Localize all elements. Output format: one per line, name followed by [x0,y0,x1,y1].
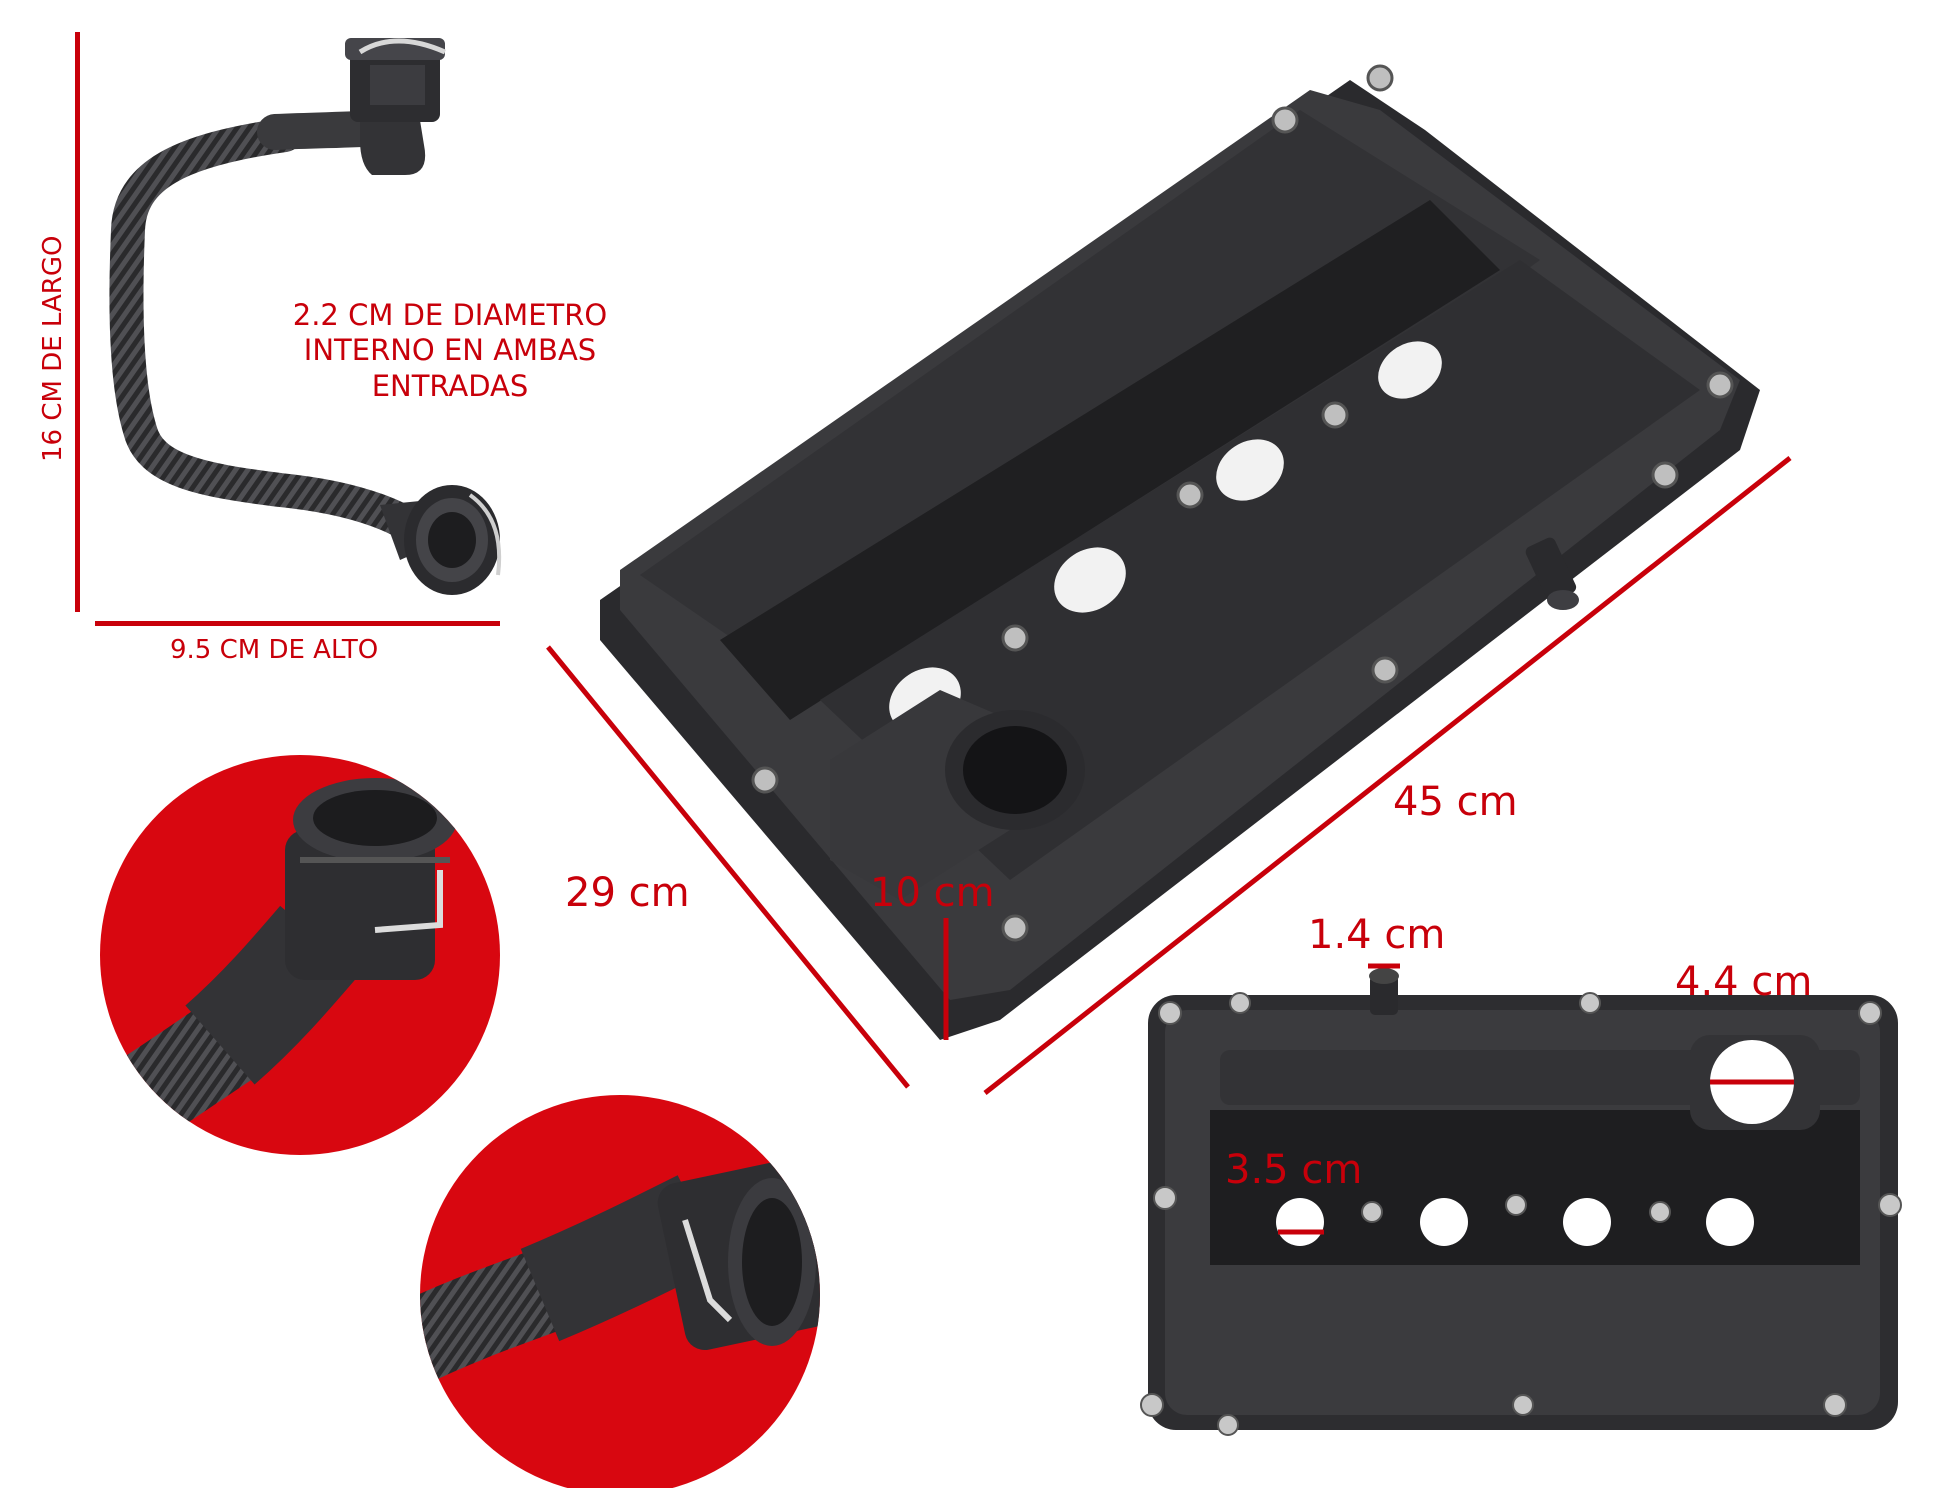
cover-length-dimension-line [983,456,1792,1095]
valve-cover-top-view [1140,963,1902,1436]
cover-bolts [751,64,1734,942]
hose-diameter-label-line1: 2.2 CM DE DIAMETRO [292,298,608,332]
hose-height-dimension-line [95,621,500,626]
hose-length-label: 16 CM DE LARGO [38,235,68,462]
hose-bottom-connector [380,485,502,595]
oil-cap-diameter-label: 4.4 cm [1675,959,1813,1005]
top-view-vent-port [1369,968,1399,1015]
top-view-center-bolts [1361,1194,1671,1223]
valve-cover-main [546,64,1792,1095]
spark-hole-diameter-label: 3.5 cm [1225,1147,1363,1193]
cover-height-label: 10 cm [870,870,995,916]
hose-height-label: 9.5 CM DE ALTO [170,635,379,665]
hose-diameter-label-line2: INTERNO EN AMBAS [303,333,597,368]
cover-vent-port [1525,537,1579,610]
zoom-detail-circle-top [100,755,500,1155]
top-view-perimeter-bolts [1140,992,1902,1436]
hose-product [75,32,502,626]
port-diameter-label: 1.4 cm [1308,912,1446,958]
hose-diameter-label-line3: ENTRADAS [371,368,529,403]
cover-width-dimension-line [546,645,910,1089]
hose-top-connector [345,38,447,175]
cover-length-label: 45 cm [1393,779,1518,825]
hose-diameter-label: 2.2 CM DE DIAMETRO INTERNO EN AMBAS ENTR… [240,298,660,404]
cover-oil-cap [830,690,1085,900]
cover-width-label: 29 cm [565,870,690,916]
zoom-detail-circle-bottom [420,1095,820,1488]
hose-corrugated-tube [109,118,417,537]
hose-length-dimension-line [75,32,80,612]
